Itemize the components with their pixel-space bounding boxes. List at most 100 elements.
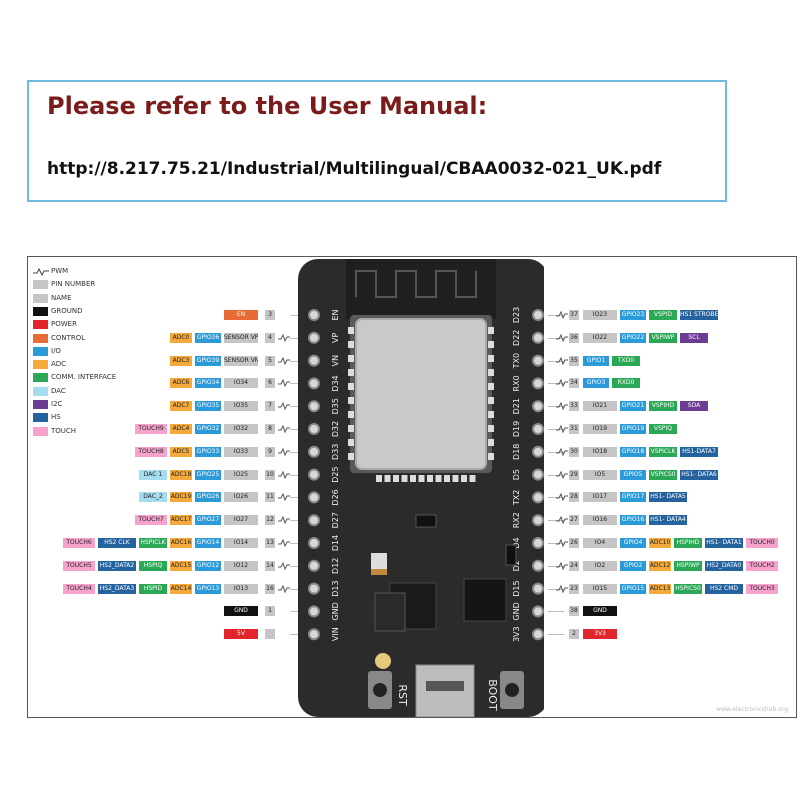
left-pin-number: 12 [265, 515, 275, 526]
right-pin-tag-comm: HSPIWP [674, 560, 702, 571]
right-pin-tag-hs: HS1- DATA5 [649, 492, 687, 503]
left-pin-tag-io: GPIO12 [195, 560, 221, 571]
left-pin-label: VN [331, 355, 340, 366]
right-pin-tag-comm: VSPIQ [649, 424, 677, 434]
right-pin-label: D5 [512, 469, 521, 480]
left-pin-tag-name: IO32 [224, 424, 258, 434]
right-pin-number: 30 [569, 446, 579, 457]
connector-line [548, 634, 564, 636]
right-pin-number: 36 [569, 332, 579, 343]
rst-label: RST [396, 684, 409, 706]
legend-label: GROUND [51, 306, 83, 315]
left-pin-label: D25 [331, 466, 340, 482]
right-pin-number: 24 [569, 560, 579, 571]
left-pin-label: GND [331, 602, 340, 620]
left-pin-tag-comm: HSPICLK [139, 538, 167, 548]
module-pad [348, 383, 354, 390]
left-header-hole [308, 331, 320, 344]
right-pin-tag-touch: TOUCH2 [746, 560, 778, 571]
left-pin-tag-io: GPIO36 [195, 332, 221, 343]
left-header-hole [308, 377, 320, 390]
pwm-wave-icon [556, 561, 568, 570]
left-header-hole [308, 445, 320, 458]
pwm-wave-icon [33, 267, 49, 276]
left-pin-number: 13 [265, 538, 275, 548]
module-pad [348, 425, 354, 432]
left-pin-label: D12 [331, 558, 340, 574]
legend-swatch-pin_number [33, 280, 48, 290]
pwm-wave-icon [556, 584, 568, 593]
right-pin-tag-ground: GND [583, 606, 617, 617]
left-pin-tag-io: GPIO39 [195, 355, 221, 366]
left-header-hole [308, 537, 320, 549]
left-pin-label: D34 [331, 375, 340, 391]
module-pad [348, 453, 354, 460]
right-pin-tag-comm: VSPIHD [649, 401, 677, 412]
right-header-hole [532, 582, 544, 595]
right-pin-number: 34 [569, 378, 579, 389]
right-header-hole [532, 491, 544, 504]
module-pad [348, 439, 354, 446]
left-pin-number: 8 [265, 424, 275, 434]
manual-url[interactable]: http://8.217.75.21/Industrial/Multilingu… [47, 159, 662, 179]
right-pin-label: RX2 [512, 512, 521, 528]
left-pin-label: D27 [331, 512, 340, 528]
legend-swatch-dac [33, 386, 48, 396]
left-header-hole [308, 468, 320, 481]
legend-label: COMM. INTERFACE [51, 373, 117, 382]
left-pin-tag-ground: GND [224, 606, 258, 617]
right-pin-tag-name: IO23 [583, 310, 617, 320]
left-pin-tag-adc: ADC4 [170, 424, 192, 434]
left-header-hole [308, 582, 320, 595]
left-pin-number: 3 [265, 310, 275, 320]
right-pin-label: D4 [512, 537, 521, 548]
module-pad [488, 453, 494, 460]
right-pin-label: D19 [512, 421, 521, 437]
left-header-hole [308, 605, 320, 618]
pwm-wave-icon [556, 379, 568, 388]
usb-uart-chip [463, 578, 507, 622]
right-pin-tag-io: GPIO17 [620, 492, 646, 503]
module-pad [488, 355, 494, 362]
right-pin-tag-hs: HS1 STROBE [680, 310, 718, 320]
legend-label: NAME [51, 293, 72, 302]
right-pin-tag-hs: HS2_DATA0 [705, 560, 743, 571]
left-pin-tag-adc: ADC14 [170, 583, 192, 594]
right-pin-tag-io: GPIO18 [620, 446, 646, 457]
right-pin-label: D23 [512, 307, 521, 323]
module-pad [348, 397, 354, 404]
right-pin-tag-hs: HS1-DATA7 [680, 446, 718, 457]
module-pad [376, 475, 382, 482]
module-pad [401, 475, 408, 482]
left-header-hole [308, 309, 320, 321]
right-header-hole [532, 309, 544, 321]
legend-swatch-io [33, 346, 48, 356]
module-pad [444, 475, 450, 482]
right-header-hole [532, 400, 544, 413]
pwm-wave-icon [278, 402, 290, 411]
left-pin-label: D35 [331, 398, 340, 414]
module-pad [348, 369, 354, 376]
legend-swatch-ground [33, 306, 48, 316]
left-pin-tag-adc: ADC0 [170, 332, 192, 343]
legend-label: I2C [51, 400, 63, 408]
pwm-wave-icon [278, 333, 290, 342]
pwm-wave-icon [278, 539, 290, 547]
right-header-hole [532, 377, 544, 390]
left-header-hole [308, 423, 320, 435]
left-pin-tag-name: IO26 [224, 492, 258, 503]
left-pin-number: 9 [265, 446, 275, 457]
left-pin-tag-dac: DAC 1 [139, 469, 167, 480]
legend-swatch-adc [33, 360, 48, 370]
left-pin-label: VIN [331, 627, 340, 641]
right-pin-tag-comm: VSPICS0 [649, 469, 677, 480]
left-pin-tag-adc: ADC7 [170, 401, 192, 412]
legend-label: PIN NUMBER [51, 280, 96, 289]
left-pin-number: 11 [265, 492, 275, 503]
module-pad [488, 425, 494, 432]
right-pin-number: 23 [569, 583, 579, 594]
left-pin-label: D33 [331, 444, 340, 460]
module-pad [348, 327, 354, 334]
pwm-wave-icon [556, 516, 568, 525]
left-pin-number [265, 629, 275, 640]
